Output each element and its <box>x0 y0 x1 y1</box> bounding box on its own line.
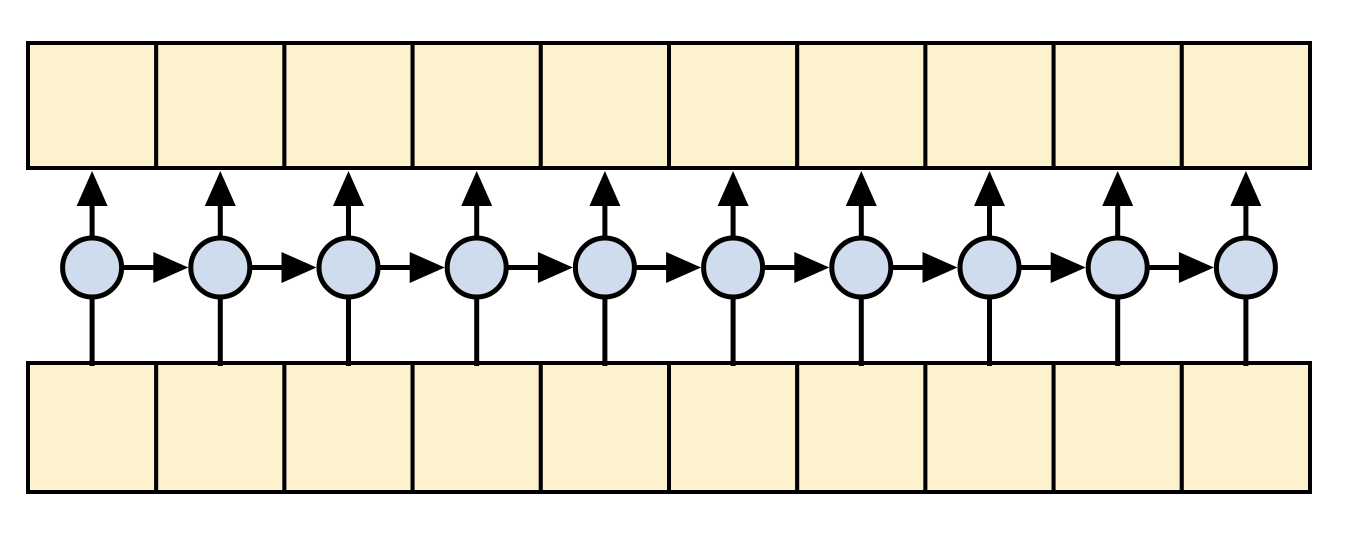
bottom-cell <box>410 361 543 494</box>
bottom-cell <box>26 361 159 494</box>
bottom-cell <box>795 361 928 494</box>
right-arrow-head <box>281 252 317 283</box>
bottom-cell <box>1051 361 1184 494</box>
bottom-cell <box>154 361 287 494</box>
right-arrow-head <box>409 252 445 283</box>
top-cell <box>795 41 928 170</box>
right-arrow-head <box>153 252 189 283</box>
top-cell <box>923 41 1056 170</box>
up-arrow-head <box>333 171 364 206</box>
bottom-cell <box>1179 361 1313 494</box>
up-arrow-head <box>1102 171 1134 206</box>
right-arrow-head <box>666 252 702 283</box>
up-arrow-head <box>974 171 1005 206</box>
state-node-circle <box>1213 235 1278 300</box>
up-arrow-head <box>845 171 877 206</box>
top-cell <box>154 41 287 170</box>
state-node-circle <box>829 235 894 300</box>
state-node-circle <box>1085 235 1150 300</box>
top-cell <box>410 41 543 170</box>
state-node-circle <box>60 235 125 300</box>
right-arrow-head <box>1178 252 1214 283</box>
state-node-circle <box>444 235 509 300</box>
up-arrow-head <box>76 171 108 206</box>
top-cell <box>26 41 159 170</box>
state-node-circle <box>188 235 253 300</box>
bottom-cell <box>923 361 1056 494</box>
state-node-layer <box>60 235 1278 300</box>
connection-layer <box>76 171 1262 366</box>
state-node-circle <box>701 235 766 300</box>
right-arrow-head <box>537 252 573 283</box>
up-arrow-head <box>1230 171 1262 206</box>
bottom-cell <box>538 361 671 494</box>
right-arrow-head <box>922 252 958 283</box>
bottom-cell-row <box>26 361 1313 494</box>
top-cell <box>1051 41 1184 170</box>
top-cell <box>1179 41 1313 170</box>
top-cell <box>538 41 671 170</box>
bottom-cell <box>667 361 800 494</box>
right-arrow-head <box>794 252 830 283</box>
bottom-cell <box>282 361 415 494</box>
top-cell <box>282 41 415 170</box>
top-cell-row <box>26 41 1313 170</box>
up-arrow-head <box>461 171 493 206</box>
state-node-circle <box>316 235 381 300</box>
up-arrow-head <box>589 171 621 206</box>
right-arrow-head <box>1050 252 1086 283</box>
state-node-circle <box>957 235 1022 300</box>
top-cell <box>667 41 800 170</box>
state-node-circle <box>572 235 637 300</box>
up-arrow-head <box>204 171 236 206</box>
up-arrow-head <box>717 171 749 206</box>
